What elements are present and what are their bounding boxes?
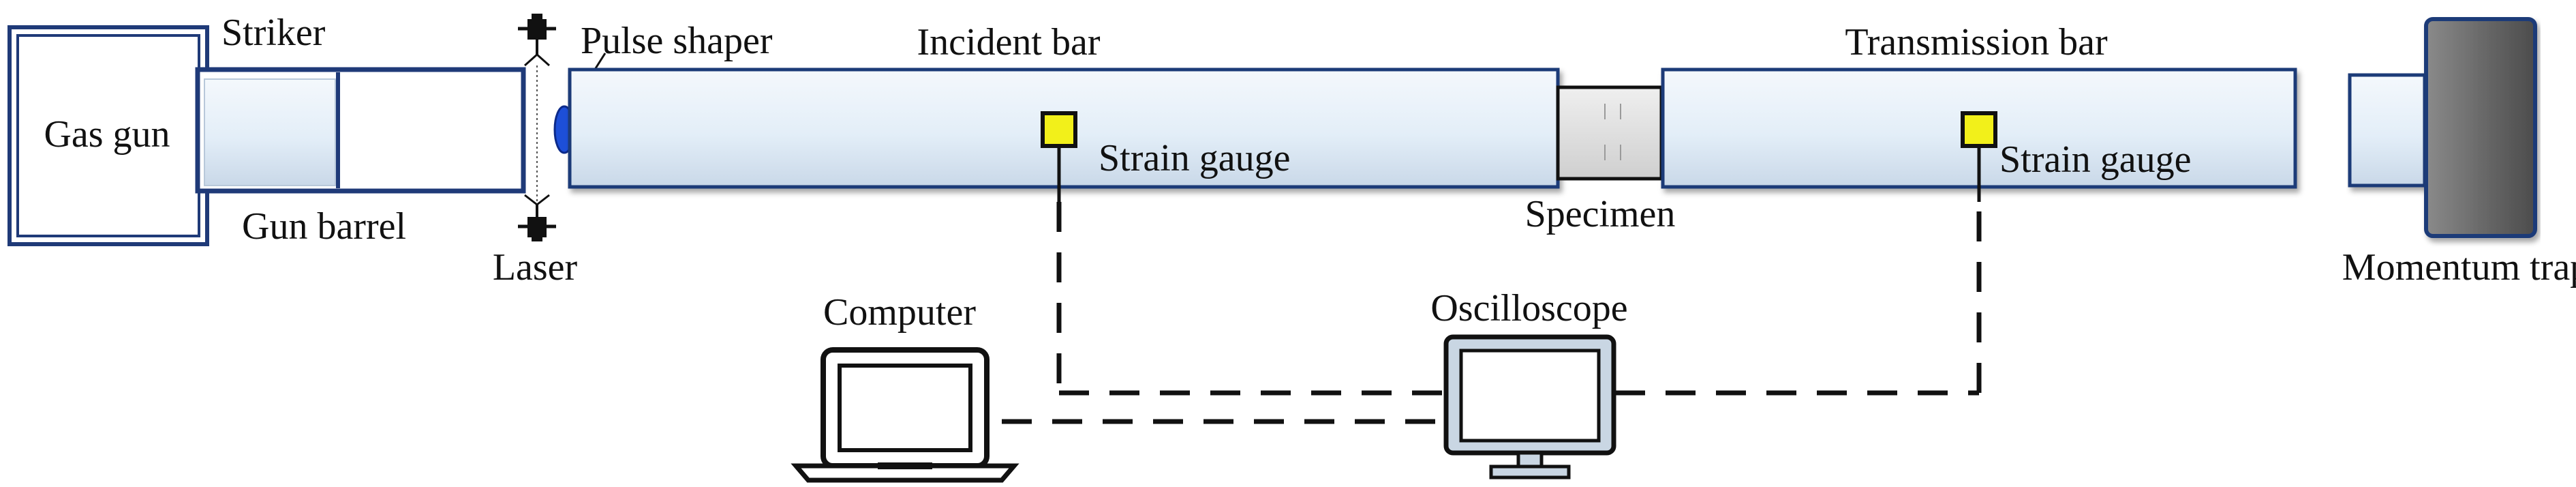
strain-gauge-icon-2 [1961,111,1997,148]
incident-bar-label: Incident bar [917,21,1101,63]
computer-label: Computer [823,291,976,334]
gas-gun-label: Gas gun [44,113,170,156]
momentum-trap-label: Momentum trap [2342,246,2576,289]
striker-label: Striker [221,12,326,54]
strain-gauge-label-2: Strain gauge [1999,138,2191,181]
gas-gun: Gas gun [7,25,209,246]
laser-icon [518,194,556,241]
laser-emitter-top [518,14,556,67]
momentum-trap-bar [2348,73,2427,188]
oscilloscope-label: Oscilloscope [1430,287,1627,329]
specimen [1556,85,1663,181]
transmission-bar-label: Transmission bar [1845,21,2108,63]
laser-label: Laser [493,246,578,289]
momentum-trap [2424,17,2537,238]
specimen-label: Specimen [1525,193,1676,235]
laptop-icon [791,347,1019,483]
gun-barrel [195,67,526,194]
signal-wiring [1002,202,1982,424]
pulse-shaper-label: Pulse shaper [581,20,773,62]
monitor-icon [1443,334,1616,479]
strain-gauge-icon [1041,111,1077,148]
gun-barrel-label: Gun barrel [242,205,406,248]
strain-gauge-label-1: Strain gauge [1099,137,1290,179]
striker-bar [204,78,336,186]
